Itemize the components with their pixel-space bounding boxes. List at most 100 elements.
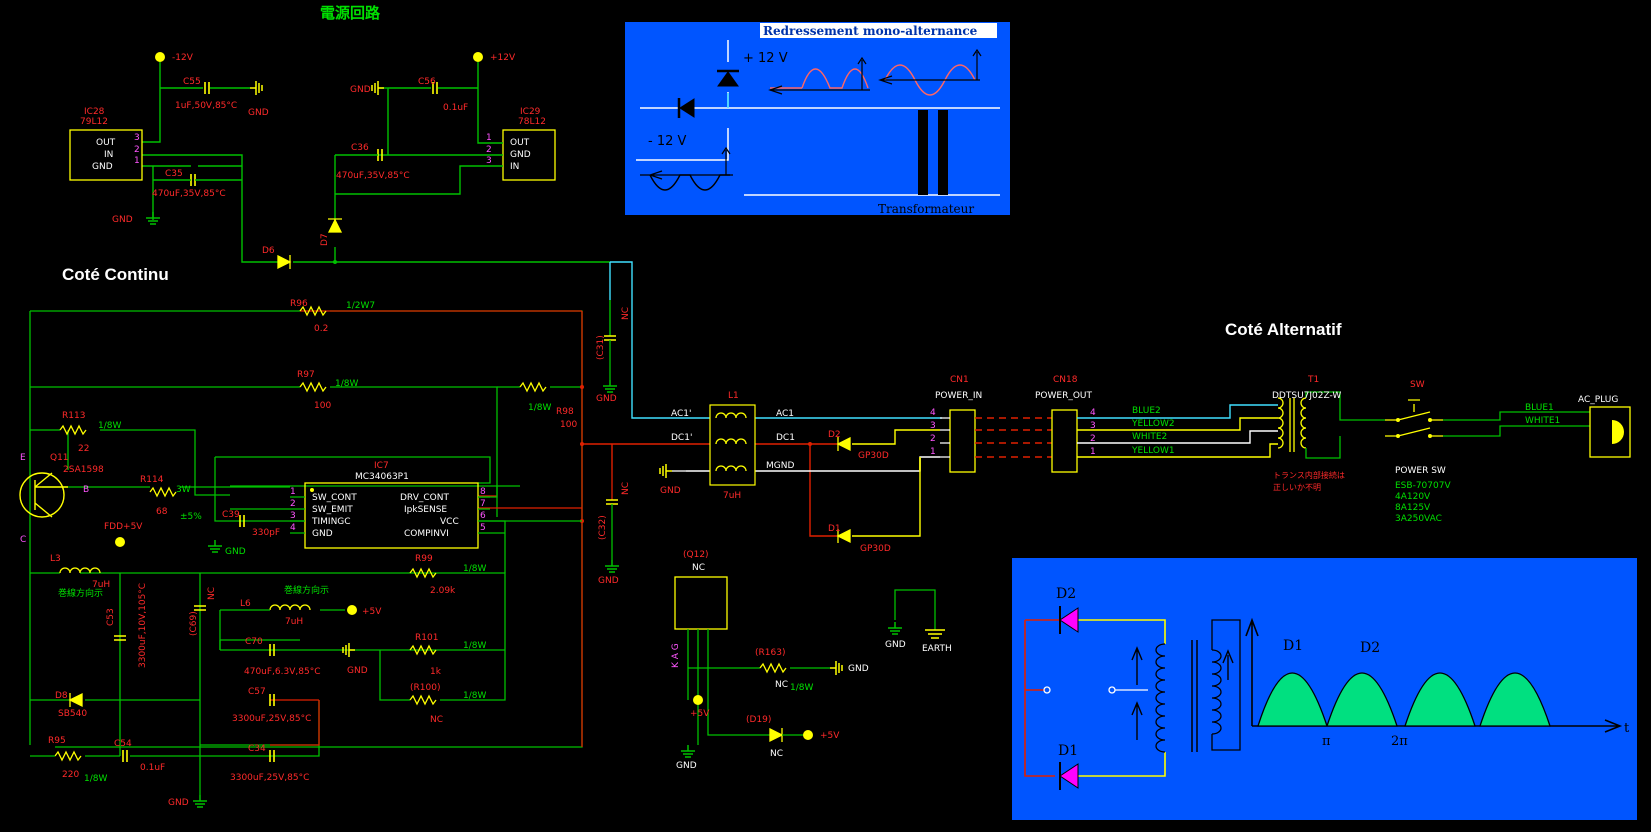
l6-ref: L6 [240,599,251,609]
t1-note1: トランス内部接続は [1273,470,1345,480]
d19-p5v-icon [803,730,813,740]
l6-p5v-label: +5V [362,607,382,617]
c34-value: 3300uF,25V,85°C [230,773,309,783]
cn1-pin-2: 2 [930,434,936,444]
c31-ref: (C31) [596,335,606,360]
mid-section: NC (C31) GND NC (C32) GND L1 7uH AC1' DC… [596,307,952,771]
c32-ref: (C32) [598,515,608,540]
cn18-pin-4: 4 [1090,408,1096,418]
ic28-num-1: 1 [134,156,140,166]
ic7-gnd-icon [207,539,223,553]
full-wave-panel-bg [1012,558,1637,820]
c55-gnd-icon [249,80,263,96]
r114-resistor-icon [149,487,177,497]
wire-yellow1: YELLOW1 [1131,446,1175,456]
c56-value: 0.1uF [443,103,468,113]
half-wave-diode-left-icon [679,98,695,118]
q12-pins: K A G [671,643,681,668]
t1-part: DDTSU7J02Z-W [1272,391,1341,401]
q11-part: 2SA1598 [63,465,104,475]
c32-value: NC [621,482,631,495]
r163-power: 1/8W [790,683,813,693]
fdd5v-icon [115,537,125,547]
c57-value: 3300uF,25V,85°C [232,714,311,724]
ic29-ref: IC29 [520,107,541,117]
r101-ref: R101 [415,633,438,643]
q12-body [674,576,728,630]
r95-ref: R95 [48,736,66,746]
q12-p5v-icon [693,695,703,705]
q11-pin-e: E [20,453,26,463]
c35-ref: C35 [165,169,183,179]
ac1p-label: AC1' [671,409,691,419]
cn1-ref: CN1 [950,375,969,385]
full-wave-secondary-icon [1155,643,1166,753]
c32-gnd-icon [604,559,620,573]
ic28-pin-in: IN [104,150,113,160]
c69-ref: (C69) [189,611,199,636]
l3-inductor-icon [59,567,101,574]
r99-power: 1/8W [463,564,486,574]
c55-value: 1uF,50V,85°C [175,101,237,111]
r113-resistor-icon [59,425,87,435]
r99-value: 2.09k [430,586,456,596]
time-axis-label: t [1624,721,1630,736]
c55-gnd-label: GND [248,108,269,118]
c31-value: NC [621,307,631,320]
c32-gnd-label: GND [598,576,619,586]
r97-resistor-icon [299,382,327,392]
cn1-name: POWER_IN [935,391,982,401]
full-wave-d2-label: D2 [1056,586,1076,602]
r114-tol: ±5% [180,512,202,522]
l6-value: 7uH [285,617,303,627]
ic7-pin-timingc: TIMINGC [311,517,351,527]
cn18-pin-3: 3 [1090,421,1096,431]
r113-power: 1/8W [98,421,121,431]
c56-gnd-label: GND [350,85,371,95]
ic28-ref: IC28 [84,107,105,117]
t1-ref: T1 [1307,375,1319,385]
ic28-gnd-icon [145,211,161,225]
d2-diode-icon [836,436,851,452]
c56-gnd-icon [371,80,385,96]
dc-side-title: Coté Continu [62,265,169,284]
ic7-pin-vcc: VCC [440,517,459,527]
hump-d2-label: D2 [1360,640,1380,656]
d19-diode-icon [769,727,784,743]
gnd-icon [887,621,903,635]
ic7-part: MC34063P1 [355,472,409,482]
c53-value: 3300uF,10V,105°C [138,583,148,668]
r98-resistor-icon [519,382,547,392]
c54-value: 0.1uF [140,763,165,773]
ic7-num-7: 7 [480,499,486,509]
half-wave-panel: Redressement mono-alternance Transformat… [625,22,1010,216]
r114-ref: R114 [140,475,164,485]
ic7-gnd-label: GND [225,547,246,557]
rail-m12-label: -12V [172,53,194,63]
cn1-pin-3: 3 [930,421,936,431]
c56-ref: C56 [418,77,436,87]
r163-value: NC [775,680,788,690]
d7-diode-icon [327,218,343,233]
ic7-body [304,482,479,549]
l3-ref: L3 [50,554,61,564]
q11-pin-b: B [83,485,89,495]
d7-ref: D7 [320,233,330,246]
r98-ref: R98 [556,407,574,417]
d2-ref: D2 [828,430,841,440]
r95-resistor-icon [54,751,82,761]
ac-plug-icon [1589,406,1631,458]
ic7-num-5: 5 [480,523,486,533]
cn-dashed-lines [975,417,1052,458]
d19-ref: (D19) [746,715,771,725]
wire-yellow2: YELLOW2 [1131,419,1175,429]
cn18-pin-1: 1 [1090,447,1096,457]
r163-resistor-icon [759,663,787,673]
l6-p5v-icon [347,605,357,615]
c70-ref: C70 [245,637,263,647]
d6-ref: D6 [262,246,275,256]
sw-ref: SW [1410,380,1425,390]
r100-value: NC [430,715,443,725]
c70-value: 470uF,6.3V,85°C [244,667,321,677]
